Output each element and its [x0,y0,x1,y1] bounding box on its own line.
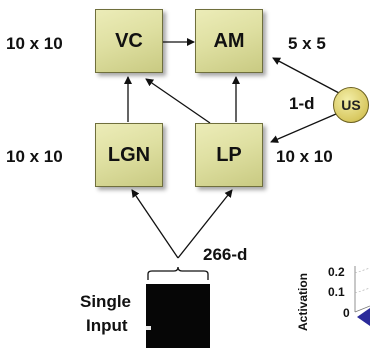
activation-tick-0-2: 0.2 [328,265,345,279]
input-brace [147,266,209,280]
arrow-us-lp [270,113,337,143]
activation-tick-0: 0 [343,306,350,320]
activation-grid-0-1 [354,287,370,294]
lgn-size-label: 10 x 10 [6,147,63,166]
vc-size-label: 10 x 10 [6,34,63,53]
am-size-label: 5 x 5 [288,34,326,53]
node-vc: VC [95,9,163,73]
input-pixel [146,326,151,330]
node-lp: LP [195,123,263,187]
activation-grid-0-2 [354,267,370,274]
activation-blue-mark [357,308,370,326]
input-image [146,284,210,348]
us-dim-label: 1-d [289,94,315,113]
input-label: Input [86,316,128,335]
input-dim-label: 266-d [203,245,248,264]
arrow-input-lgn [131,189,179,259]
node-lgn: LGN [95,123,163,187]
arrow-us-am [272,57,340,94]
node-us: US [333,87,369,123]
activation-plot [354,266,370,326]
activation-ylabel: Activation [296,272,310,331]
node-am: AM [195,9,263,73]
activation-x-axis [354,305,370,313]
lp-size-label: 10 x 10 [276,147,333,166]
activation-tick-0-1: 0.1 [328,285,345,299]
single-label: Single [80,292,132,311]
arrow-input-lp [177,189,233,259]
arrow-lp-vc [145,78,211,124]
